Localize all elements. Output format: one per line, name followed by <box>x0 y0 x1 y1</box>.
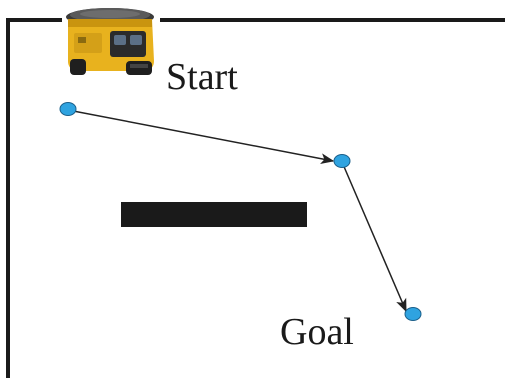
goal-label: Goal <box>280 311 354 353</box>
obstacle-block <box>121 202 307 227</box>
start-label: Start <box>166 56 238 98</box>
mobile-robot-icon <box>62 8 160 75</box>
start-waypoint <box>59 102 77 116</box>
goal-waypoint <box>404 307 422 321</box>
path-segment-2 <box>341 161 407 313</box>
intermediate-waypoint <box>333 154 351 168</box>
path-segment-1 <box>67 109 335 165</box>
